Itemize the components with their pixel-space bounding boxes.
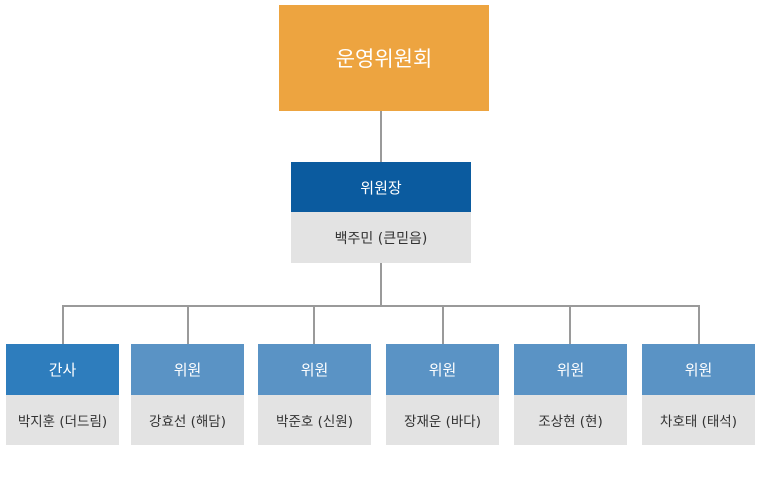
member-role-label: 위원 [428, 361, 457, 379]
member-role-header: 위원 [386, 344, 499, 395]
member-card-5: 위원 조상현 (현) [514, 344, 627, 445]
member-name-box: 차호태 (태석) [642, 395, 755, 445]
member-name-label: 강효선 (해담) [149, 414, 226, 430]
member-role-header: 위원 [642, 344, 755, 395]
chair-role-header: 위원장 [291, 162, 471, 212]
member-name-label: 차호태 (태석) [660, 414, 737, 430]
member-role-header: 위원 [514, 344, 627, 395]
member-name-box: 강효선 (해담) [131, 395, 244, 445]
member-role-header: 간사 [6, 344, 119, 395]
member-card-3: 위원 박준호 (신원) [258, 344, 371, 445]
member-name-box: 장재운 (바다) [386, 395, 499, 445]
chair-name-box: 백주민 (큰믿음) [291, 212, 471, 263]
chair-role-label: 위원장 [360, 178, 402, 197]
committee-box: 운영위원회 [279, 5, 489, 111]
member-role-header: 위원 [258, 344, 371, 395]
member-role-header: 위원 [131, 344, 244, 395]
member-name-label: 박지훈 (더드림) [17, 414, 108, 430]
member-role-label: 위원 [684, 361, 713, 379]
member-card-6: 위원 차호태 (태석) [642, 344, 755, 445]
member-role-label: 위원 [173, 361, 202, 379]
member-name-box: 조상현 (현) [514, 395, 627, 445]
member-card-secretary: 간사 박지훈 (더드림) [6, 344, 119, 445]
member-name-label: 장재운 (바다) [404, 414, 481, 430]
member-role-label: 위원 [556, 361, 585, 379]
member-name-label: 조상현 (현) [538, 414, 603, 430]
member-name-label: 박준호 (신원) [276, 414, 353, 430]
chair-name-label: 백주민 (큰믿음) [334, 230, 428, 247]
member-role-label: 간사 [48, 361, 77, 379]
member-card-2: 위원 강효선 (해담) [131, 344, 244, 445]
member-role-label: 위원 [300, 361, 329, 379]
member-name-box: 박지훈 (더드림) [6, 395, 119, 445]
committee-title: 운영위원회 [335, 47, 433, 71]
member-card-4: 위원 장재운 (바다) [386, 344, 499, 445]
member-name-box: 박준호 (신원) [258, 395, 371, 445]
